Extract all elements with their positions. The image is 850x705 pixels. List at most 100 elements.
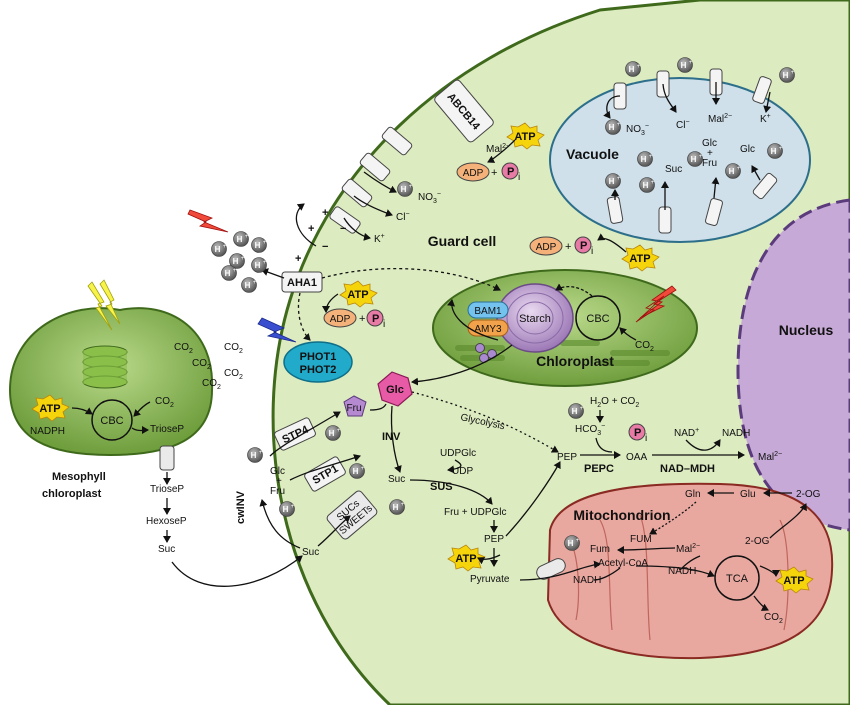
- svg-text:ATP: ATP: [39, 403, 60, 415]
- svg-text:UDP: UDP: [452, 466, 473, 477]
- cbc-label: CBC: [586, 313, 609, 325]
- svg-text:AHA1: AHA1: [287, 277, 317, 289]
- h-ion: [389, 499, 406, 515]
- svg-text:Pyruvate: Pyruvate: [470, 574, 510, 585]
- nucleus-label: Nucleus: [779, 322, 834, 338]
- svg-text:−: −: [322, 241, 328, 253]
- svg-text:PHOT2: PHOT2: [300, 364, 337, 376]
- lightning-icon: [87, 279, 121, 331]
- stp1-transporter: [304, 456, 346, 492]
- svg-text:P: P: [507, 166, 514, 178]
- svg-text:Suc: Suc: [665, 164, 682, 175]
- svg-text:CO2: CO2: [635, 340, 654, 353]
- svg-text:Glc: Glc: [740, 144, 755, 155]
- svg-text:i: i: [518, 172, 520, 183]
- svg-text:Fru: Fru: [347, 403, 362, 414]
- svg-text:+: +: [295, 253, 301, 265]
- svg-text:TrioseP: TrioseP: [150, 424, 184, 435]
- svg-text:Suc: Suc: [302, 547, 319, 558]
- svg-text:2-OG: 2-OG: [796, 489, 821, 500]
- svg-text:Mal2−: Mal2−: [486, 143, 510, 155]
- stp4-transporter: [274, 417, 316, 451]
- svg-text:Fum: Fum: [590, 544, 610, 555]
- h-ion: [639, 177, 656, 193]
- h-ion: [241, 277, 258, 293]
- mesophyll-label-2: chloroplast: [42, 488, 102, 500]
- svg-text:Fru + UDPGlc: Fru + UDPGlc: [444, 507, 507, 518]
- svg-text:ADP: ADP: [536, 242, 557, 253]
- svg-text:Mal2−: Mal2−: [758, 451, 782, 463]
- svg-text:Suc: Suc: [388, 474, 405, 485]
- svg-text:Mal2−: Mal2−: [708, 113, 732, 125]
- svg-text:ADP: ADP: [330, 314, 351, 325]
- tca-label: TCA: [726, 573, 749, 585]
- h-ion: [687, 151, 704, 167]
- guard-cell-label: Guard cell: [428, 233, 496, 249]
- h-ion: [279, 501, 296, 517]
- svg-text:P: P: [372, 313, 379, 325]
- phot-receptors: [283, 341, 353, 383]
- svg-text:FUM: FUM: [630, 534, 652, 545]
- svg-text:PHOT1: PHOT1: [300, 351, 337, 363]
- h-ion: [251, 257, 268, 273]
- svg-text:HCO3−: HCO3−: [575, 423, 605, 437]
- h-ion: [233, 231, 250, 247]
- lightning-icon: [257, 317, 297, 343]
- svg-text:NO3−: NO3−: [626, 123, 649, 137]
- svg-text:Mal2−: Mal2−: [676, 543, 700, 555]
- h-ion: [251, 237, 268, 253]
- svg-text:PEPC: PEPC: [584, 463, 614, 475]
- svg-text:+: +: [707, 148, 713, 159]
- h-ion: [637, 151, 654, 167]
- svg-text:Cl−: Cl−: [676, 119, 690, 131]
- h-ion: [605, 119, 622, 135]
- svg-text:NO3−: NO3−: [418, 191, 441, 205]
- svg-text:CO2: CO2: [174, 342, 193, 355]
- svg-text:NAD+: NAD+: [674, 427, 699, 439]
- svg-text:Gln: Gln: [685, 489, 701, 500]
- glc-hexagon: [377, 371, 413, 407]
- svg-text:P: P: [580, 240, 587, 252]
- svg-text:OAA: OAA: [626, 452, 647, 463]
- svg-text:NAD–MDH: NAD–MDH: [660, 463, 715, 475]
- svg-text:SUS: SUS: [430, 481, 453, 493]
- svg-text:cwINV: cwINV: [235, 490, 247, 524]
- svg-text:CO2: CO2: [224, 342, 243, 355]
- svg-text:K+: K+: [760, 113, 771, 125]
- svg-text:CO2: CO2: [192, 358, 211, 371]
- svg-text:ATP: ATP: [347, 289, 368, 301]
- h-ion: [247, 447, 264, 463]
- h-ion: [605, 173, 622, 189]
- svg-text:ATP: ATP: [514, 131, 535, 143]
- svg-text:K+: K+: [374, 233, 385, 245]
- svg-text:Suc: Suc: [158, 544, 175, 555]
- svg-text:Cl−: Cl−: [396, 211, 410, 223]
- svg-text:H2O + CO2: H2O + CO2: [590, 396, 639, 409]
- svg-text:CO2: CO2: [224, 368, 243, 381]
- amy3-label: AMY3: [474, 324, 502, 335]
- pyruvate-carrier: [536, 558, 566, 580]
- h-ion: [564, 535, 581, 551]
- h-ion: [677, 57, 694, 73]
- membrane-transporters: [329, 126, 413, 234]
- svg-text:i: i: [591, 246, 593, 257]
- svg-text:TrioseP: TrioseP: [150, 484, 184, 495]
- svg-text:CO2: CO2: [764, 612, 783, 625]
- h-ion: [779, 67, 796, 83]
- svg-text:HexoseP: HexoseP: [146, 516, 187, 527]
- aha1-pump: [281, 271, 323, 293]
- svg-text:+: +: [322, 207, 328, 219]
- svg-text:Glc: Glc: [270, 466, 285, 477]
- starch-label: Starch: [519, 313, 551, 325]
- svg-text:+: +: [491, 167, 497, 179]
- svg-text:ATP: ATP: [783, 575, 804, 587]
- h-ion: [625, 61, 642, 77]
- glc-label: Glc: [386, 384, 404, 396]
- svg-text:Acetyl-CoA: Acetyl-CoA: [598, 558, 648, 569]
- svg-text:ATP: ATP: [629, 253, 650, 265]
- h-ion: [349, 463, 366, 479]
- h-ion: [221, 265, 238, 281]
- mesophyll-label-1: Mesophyll: [52, 471, 106, 483]
